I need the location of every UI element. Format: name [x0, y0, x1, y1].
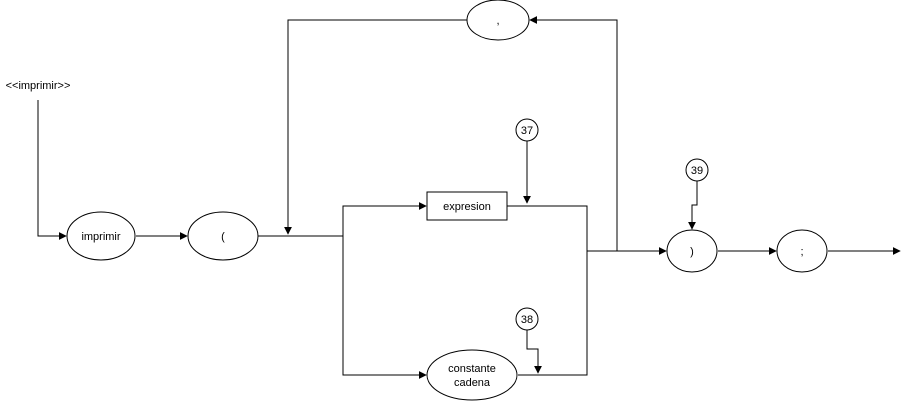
node-comma: ,: [466, 0, 530, 41]
node-paren-close-label: ): [690, 246, 694, 258]
node-comma-label: ,: [496, 15, 499, 27]
edge-branch-to-constante: [342, 236, 427, 379]
edge-start-to-imprimir: [37, 100, 67, 240]
edge-marker-38-pointer: [526, 330, 542, 374]
node-paren-close: ): [666, 229, 718, 273]
node-imprimir: imprimir: [66, 211, 136, 261]
node-constante-line2: cadena: [454, 377, 491, 389]
node-expresion: expresion: [426, 191, 508, 221]
edges: [37, 16, 901, 379]
node-paren-open-label: (: [221, 231, 225, 243]
node-paren-open: (: [187, 211, 259, 261]
node-constante-line1: constante: [448, 363, 496, 375]
marker-37: 37: [515, 118, 539, 142]
node-semicolon-label: ;: [800, 246, 803, 258]
edge-constante-to-join: [518, 251, 588, 376]
node-expresion-label: expresion: [443, 201, 491, 213]
start-label: <<imprimir>>: [6, 80, 71, 92]
node-semicolon: ;: [776, 229, 828, 273]
edge-loop-to-comma: [529, 16, 618, 251]
marker-38: 38: [515, 307, 539, 331]
edge-expresion-to-join: [507, 205, 588, 251]
marker-38-label: 38: [521, 314, 533, 326]
marker-37-label: 37: [521, 125, 533, 137]
edge-comma-to-paren-open-output: [284, 19, 467, 235]
marker-39: 39: [685, 158, 709, 182]
edge-marker-39-pointer: [688, 181, 698, 230]
node-constante-cadena: constante cadena: [426, 349, 518, 401]
marker-39-label: 39: [691, 165, 703, 177]
edge-branch-to-expresion: [342, 202, 427, 236]
node-imprimir-label: imprimir: [81, 231, 120, 243]
